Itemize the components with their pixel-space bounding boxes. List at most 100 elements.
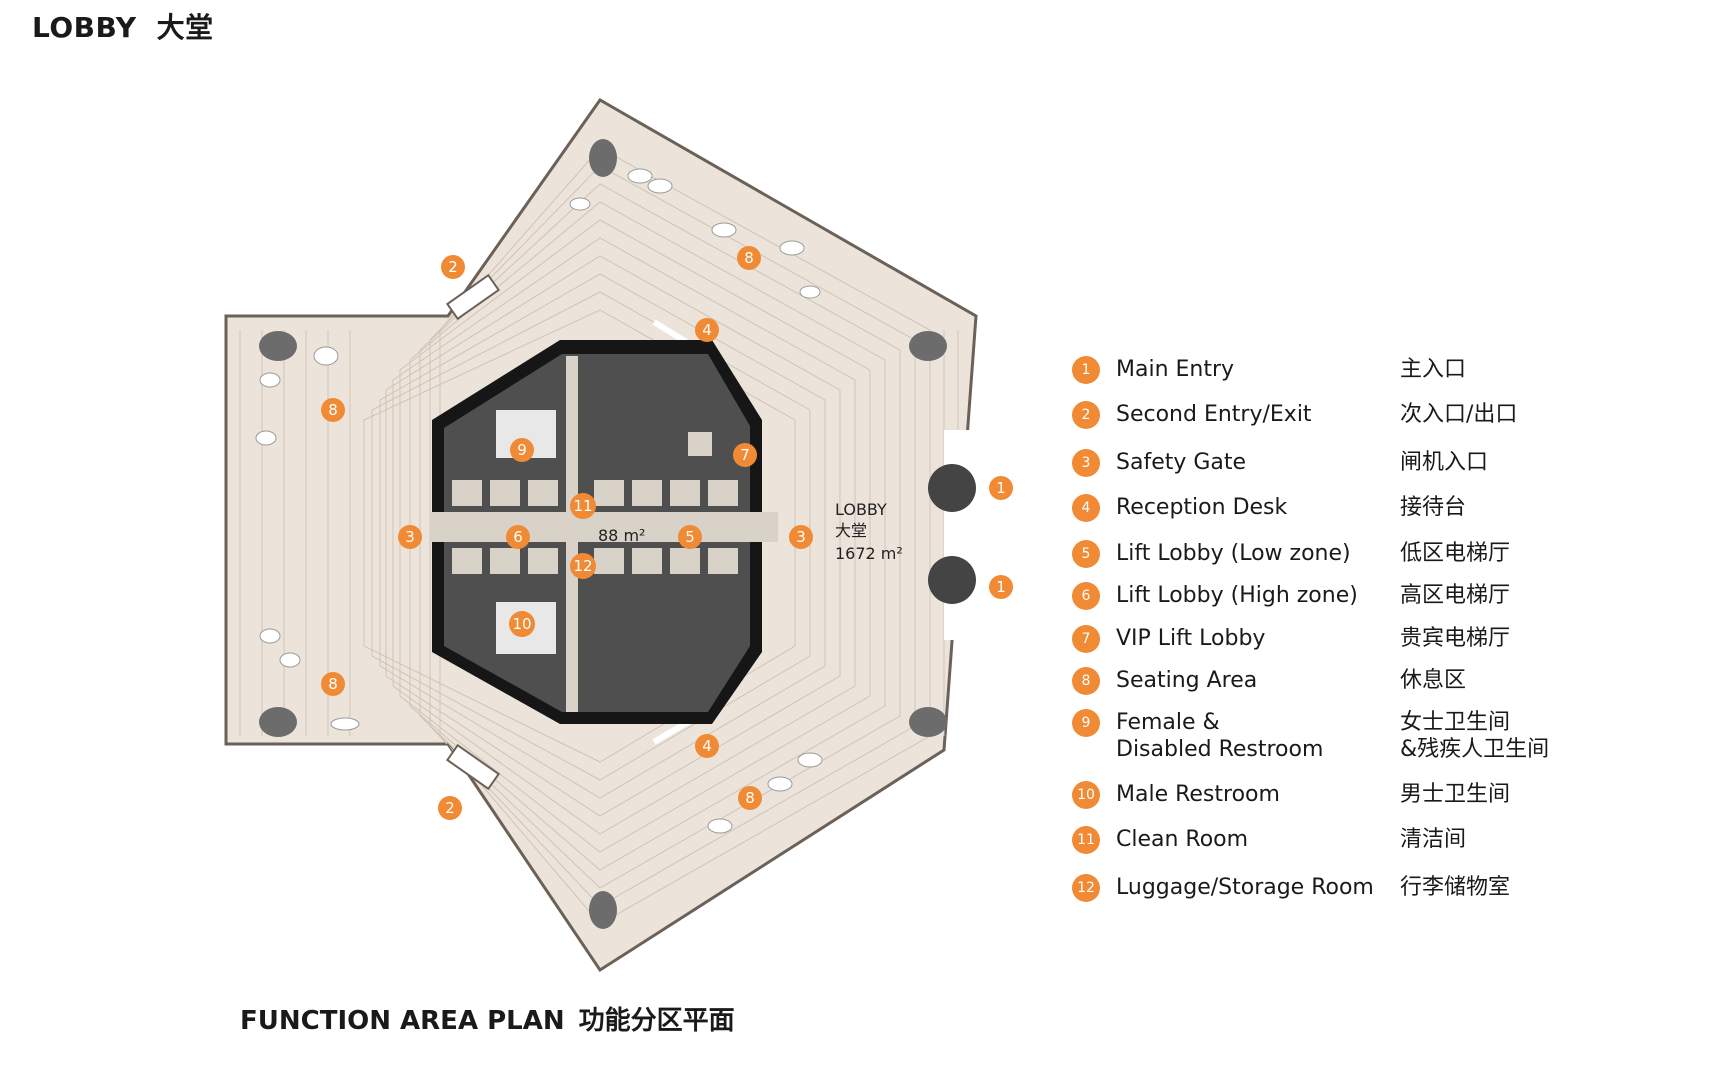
core-area: 88 m² [598, 526, 645, 545]
column [259, 331, 297, 361]
legend-item-luggage-room: 12 Luggage/Storage Room 行李储物室 [1072, 874, 1510, 902]
legend-number: 8 [1072, 667, 1100, 695]
plan-labels: LOBBY 大堂 1672 m² 88 m² [598, 500, 903, 563]
marker-5: 5 [678, 525, 702, 549]
lift [708, 548, 738, 574]
legend-number: 2 [1072, 401, 1100, 429]
marker-8: 8 [737, 246, 761, 270]
legend-item-male-restroom: 10 Male Restroom 男士卫生间 [1072, 781, 1510, 809]
legend-item-reception-desk: 4 Reception Desk 接待台 [1072, 494, 1466, 522]
legend-label-en: Safety Gate [1116, 450, 1247, 475]
second-entry-doors [445, 273, 501, 791]
legend-item-clean-room: 11 Clean Room 清洁间 [1072, 826, 1466, 854]
column [909, 707, 947, 737]
svg-text:1: 1 [996, 578, 1006, 596]
lift [528, 548, 558, 574]
legend-label-en: Lift Lobby (Low zone) [1116, 541, 1351, 566]
svg-text:8: 8 [744, 249, 754, 267]
lift [490, 548, 520, 574]
lift [594, 480, 624, 506]
lift [632, 480, 662, 506]
legend-number: 5 [1072, 540, 1100, 568]
lift [490, 480, 520, 506]
legend-label-en: Clean Room [1116, 827, 1249, 852]
legend-label-en: Luggage/Storage Room [1116, 875, 1374, 900]
structural-columns [259, 139, 947, 929]
lobby-area: 1672 m² [835, 544, 903, 563]
page-title-en: LOBBY [32, 11, 137, 44]
svg-text:8: 8 [328, 675, 338, 693]
legend-item-seating-area: 8 Seating Area 休息区 [1072, 667, 1466, 695]
legend-label-en: VIP Lift Lobby [1116, 626, 1266, 651]
legend-number: 1 [1072, 356, 1100, 384]
legend-number: 6 [1072, 582, 1100, 610]
svg-text:2: 2 [448, 258, 458, 276]
lift [670, 480, 700, 506]
marker-2: 2 [438, 796, 462, 820]
legend-label-en: Female & Disabled Restroom [1116, 710, 1324, 762]
floor-paving-pattern [239, 147, 959, 925]
page-title: LOBBY 大堂 [32, 6, 214, 46]
legend-label-zh: 主入口 [1400, 357, 1467, 382]
marker-12: 12 [570, 553, 596, 579]
svg-text:1: 1 [996, 479, 1006, 497]
svg-text:3: 3 [405, 528, 415, 546]
legend-label-en: Main Entry [1116, 357, 1235, 382]
plan-caption-zh: 功能分区平面 [578, 1006, 735, 1036]
svg-text:5: 5 [685, 528, 695, 546]
marker-3: 3 [398, 525, 422, 549]
legend-label-zh: 次入口/出口 [1400, 402, 1518, 427]
legend-item-female-restroom: 9 Female & Disabled Restroom 女士卫生间 &残疾人卫… [1072, 709, 1549, 762]
legend-label-zh: 女士卫生间 &残疾人卫生间 [1400, 710, 1550, 762]
lobby-label-en: LOBBY [835, 500, 887, 519]
lift [528, 480, 558, 506]
legend-label-zh: 低区电梯厅 [1400, 541, 1511, 566]
legend-item-vip-lift-lobby: 7 VIP Lift Lobby 贵宾电梯厅 [1072, 625, 1510, 653]
legend-label-en: Male Restroom [1116, 782, 1280, 807]
svg-text:10: 10 [512, 615, 531, 633]
seating-clusters [255, 168, 823, 834]
legend-item-lift-lobby-high: 6 Lift Lobby (High zone) 高区电梯厅 [1072, 582, 1510, 610]
marker-8: 8 [321, 398, 345, 422]
legend-label-en: Seating Area [1116, 668, 1258, 693]
column [589, 891, 617, 929]
column [909, 331, 947, 361]
lift-cars [452, 480, 738, 574]
marker-7: 7 [733, 443, 757, 467]
marker-8: 8 [321, 672, 345, 696]
column [589, 139, 617, 177]
marker-4: 4 [695, 734, 719, 758]
svg-text:6: 6 [513, 528, 523, 546]
svg-text:4: 4 [702, 737, 712, 755]
legend-label-zh: 休息区 [1400, 668, 1467, 693]
marker-4: 4 [695, 318, 719, 342]
legend-label-zh: 行李储物室 [1400, 875, 1511, 900]
legend-item-lift-lobby-low: 5 Lift Lobby (Low zone) 低区电梯厅 [1072, 540, 1510, 568]
marker-1: 1 [989, 575, 1013, 599]
legend-label-zh: 闸机入口 [1400, 450, 1489, 475]
legend-label-en: Second Entry/Exit [1116, 402, 1312, 427]
legend-label-zh: 男士卫生间 [1400, 782, 1511, 807]
column [259, 707, 297, 737]
legend-number: 3 [1072, 449, 1100, 477]
plan-markers: 1 1 2 2 3 3 4 4 5 6 7 8 8 8 8 9 10 11 12 [321, 246, 1013, 820]
svg-text:8: 8 [745, 789, 755, 807]
svg-text:11: 11 [573, 497, 592, 515]
page-title-zh: 大堂 [156, 11, 214, 44]
legend-number: 4 [1072, 494, 1100, 522]
legend-label-en: Lift Lobby (High zone) [1116, 583, 1358, 608]
svg-text:9: 9 [517, 441, 527, 459]
lift [670, 548, 700, 574]
marker-9: 9 [510, 438, 534, 462]
marker-1: 1 [989, 476, 1013, 500]
svg-text:7: 7 [740, 446, 750, 464]
legend-number: 12 [1072, 874, 1100, 902]
legend-label-en: Reception Desk [1116, 495, 1288, 520]
legend-number: 11 [1072, 826, 1100, 854]
svg-text:12: 12 [573, 557, 592, 575]
legend-item-second-entry: 2 Second Entry/Exit 次入口/出口 [1072, 401, 1517, 429]
legend-item-main-entry: 1 Main Entry 主入口 [1072, 356, 1466, 384]
revolving-door [928, 464, 976, 512]
legend-number: 9 [1072, 709, 1100, 737]
